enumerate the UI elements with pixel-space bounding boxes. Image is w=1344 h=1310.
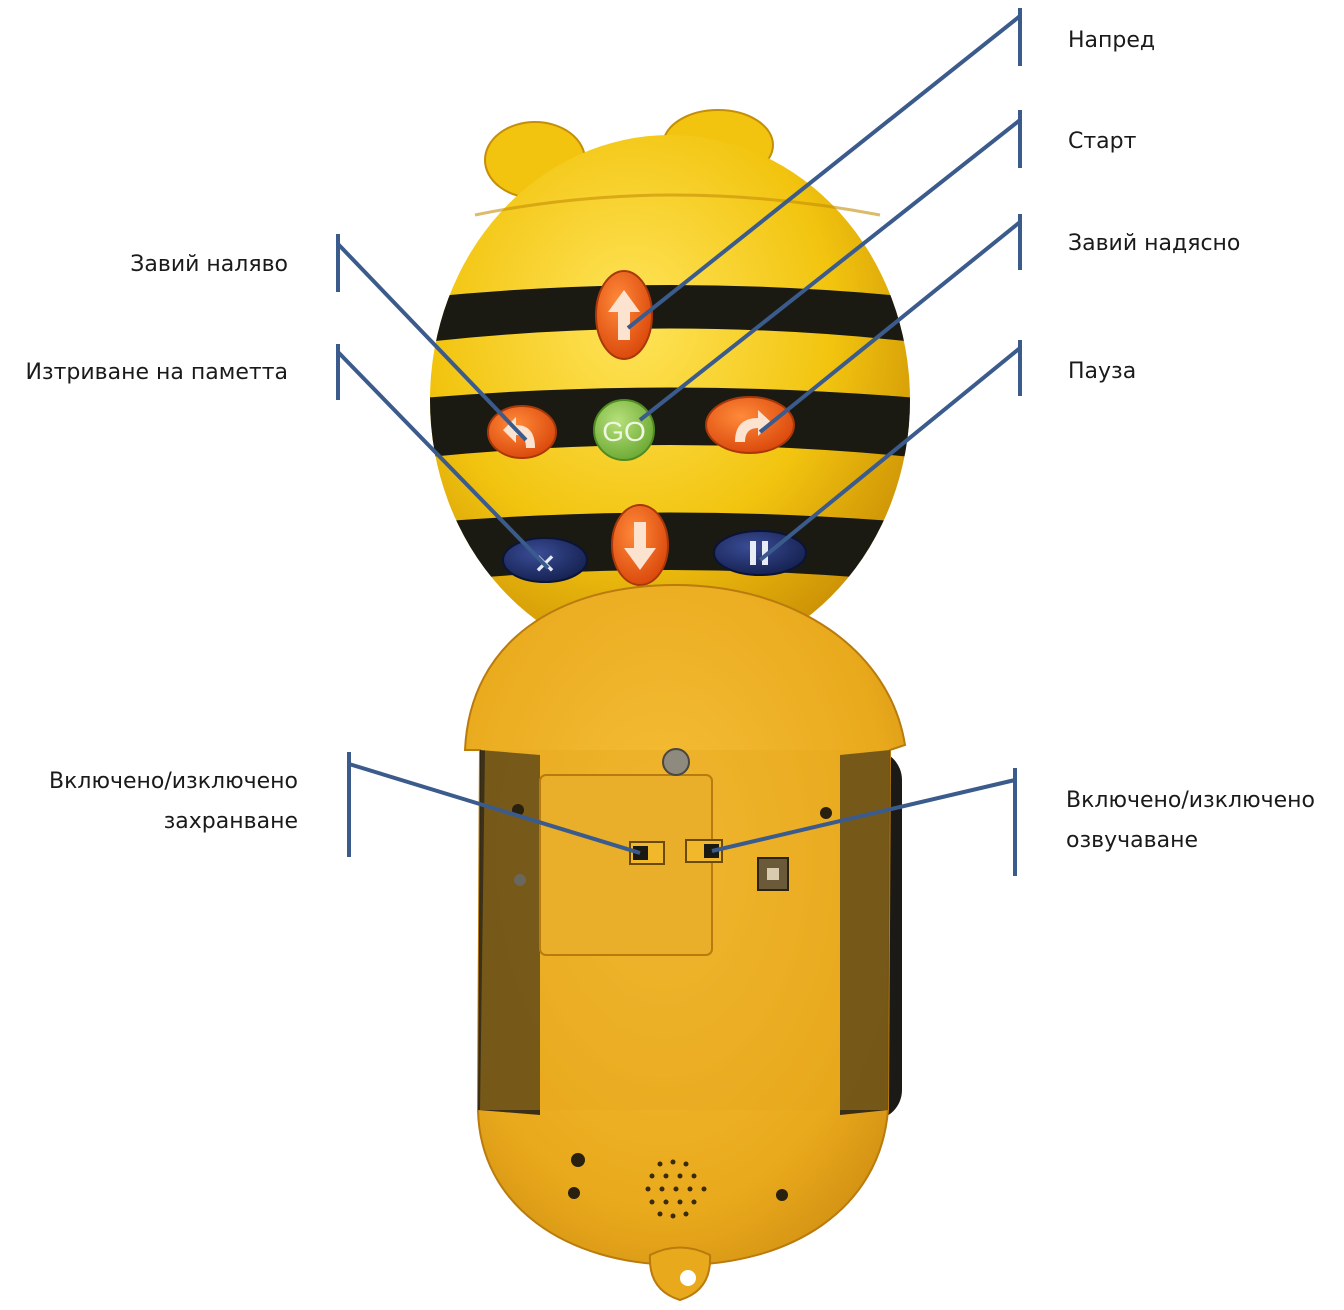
battery-cover: [540, 775, 712, 955]
screw-icon: [663, 749, 689, 775]
pause-icon: [750, 541, 756, 565]
label-go: Старт: [1068, 125, 1136, 158]
keyring-tab: [650, 1248, 710, 1301]
label-sound-switch-line1: Включено/изключено: [1066, 784, 1315, 817]
bee-bot-bottom-view: [465, 585, 905, 1300]
label-power-switch-line1: Включено/изключено: [49, 765, 298, 798]
label-power-switch-line2: захранване: [164, 805, 298, 838]
label-pause: Пауза: [1068, 355, 1136, 388]
svg-text:GO: GO: [602, 416, 646, 447]
label-forward: Напред: [1068, 24, 1155, 57]
label-sound-switch-line2: озвучаване: [1066, 824, 1198, 857]
turn-right-button[interactable]: [706, 397, 794, 453]
pause-button[interactable]: [714, 531, 806, 575]
backward-button[interactable]: [612, 505, 668, 585]
label-turn-left: Завий наляво: [130, 248, 288, 281]
label-turn-right: Завий надясно: [1068, 227, 1240, 260]
label-clear-memory: Изтриване на паметта: [25, 356, 288, 389]
clear-button[interactable]: ×: [503, 538, 587, 582]
go-button[interactable]: GO: [594, 400, 654, 460]
bee-bot-top-view: GO ×: [400, 110, 940, 665]
